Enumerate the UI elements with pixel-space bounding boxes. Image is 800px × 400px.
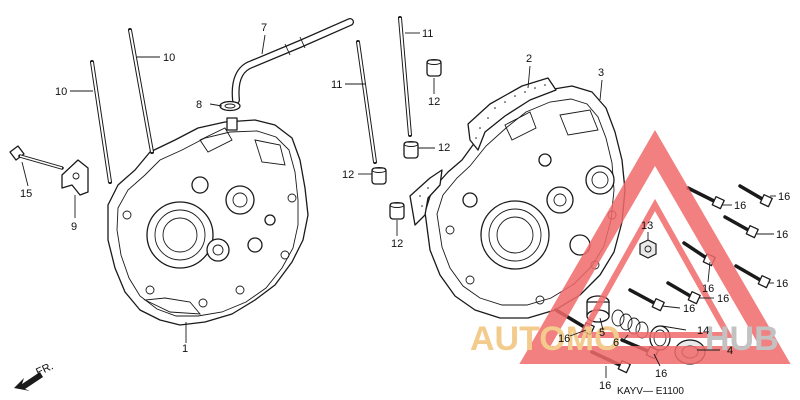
callout-10a: 10 bbox=[55, 86, 67, 98]
right-crankcase[interactable] bbox=[424, 85, 626, 319]
callout-16d: 16 bbox=[702, 283, 714, 295]
callout-8: 8 bbox=[196, 99, 202, 111]
tube-clip[interactable] bbox=[219, 100, 241, 112]
callout-16e: 16 bbox=[776, 278, 788, 290]
callout-16g: 16 bbox=[683, 303, 695, 315]
svg-text:FR.: FR. bbox=[34, 360, 55, 378]
stud-bolt-10-a[interactable] bbox=[90, 60, 112, 184]
breather-tube[interactable] bbox=[231, 18, 354, 104]
nut-13[interactable] bbox=[639, 239, 657, 259]
leader-lines bbox=[21, 32, 776, 378]
callout-16i: 16 bbox=[655, 368, 667, 380]
callout-2: 2 bbox=[526, 53, 532, 65]
callout-9: 9 bbox=[71, 221, 77, 233]
callout-7: 7 bbox=[261, 22, 267, 34]
bolt-16-b bbox=[738, 184, 773, 208]
dowel-pin-12-d[interactable] bbox=[389, 202, 405, 220]
bolt-16-a bbox=[686, 186, 725, 210]
callout-16b: 16 bbox=[734, 200, 746, 212]
callout-10b: 10 bbox=[163, 52, 175, 64]
callout-12a: 12 bbox=[428, 96, 440, 108]
callout-16c: 16 bbox=[776, 229, 788, 241]
callout-15: 15 bbox=[20, 188, 32, 200]
stud-bolt-10-b[interactable] bbox=[128, 28, 154, 154]
svg-text:HUB: HUB bbox=[705, 320, 779, 358]
callout-labels: 1 2 3 4 5 6 7 8 9 10 10 11 11 12 12 12 1… bbox=[20, 22, 790, 392]
bolt-16-c bbox=[723, 215, 759, 239]
dowel-pin-12-c[interactable] bbox=[371, 167, 387, 185]
bolt-15[interactable] bbox=[9, 145, 64, 170]
callout-12c: 12 bbox=[342, 169, 354, 181]
callout-16f: 16 bbox=[717, 293, 729, 305]
bolt-16-g bbox=[628, 288, 665, 312]
stud-bolt-11-b[interactable] bbox=[398, 16, 412, 137]
diagram-code: KAYV— E1100 bbox=[617, 386, 684, 397]
callout-12d: 12 bbox=[391, 238, 403, 250]
callout-16a: 16 bbox=[778, 191, 790, 203]
callout-16j: 16 bbox=[599, 380, 611, 392]
left-crankcase[interactable] bbox=[107, 117, 309, 326]
callout-3: 3 bbox=[598, 67, 604, 79]
bolt-16-f bbox=[666, 281, 701, 305]
callout-16h: 16 bbox=[558, 333, 570, 345]
callout-14: 14 bbox=[697, 325, 709, 337]
callout-13: 13 bbox=[641, 220, 653, 232]
bolt-16-e bbox=[734, 264, 771, 289]
stud-bolt-11-a[interactable] bbox=[356, 40, 377, 164]
front-direction-arrow: FR. bbox=[14, 360, 55, 391]
callout-4: 4 bbox=[727, 345, 733, 357]
dowel-pin-12-b[interactable] bbox=[403, 141, 419, 159]
dowel-pin-12-a[interactable] bbox=[426, 59, 442, 77]
callout-12b: 12 bbox=[438, 142, 450, 154]
crankcase-gasket[interactable] bbox=[409, 77, 557, 226]
watermark-logo: AUTOMO HUB bbox=[470, 130, 791, 364]
callout-11a: 11 bbox=[331, 79, 342, 91]
svg-text:AUTOMO: AUTOMO bbox=[470, 320, 620, 358]
callout-6: 6 bbox=[613, 337, 619, 349]
bracket-9[interactable] bbox=[61, 159, 89, 196]
callout-5: 5 bbox=[599, 327, 605, 339]
callout-11b: 11 bbox=[422, 28, 433, 40]
callout-1: 1 bbox=[182, 343, 188, 355]
